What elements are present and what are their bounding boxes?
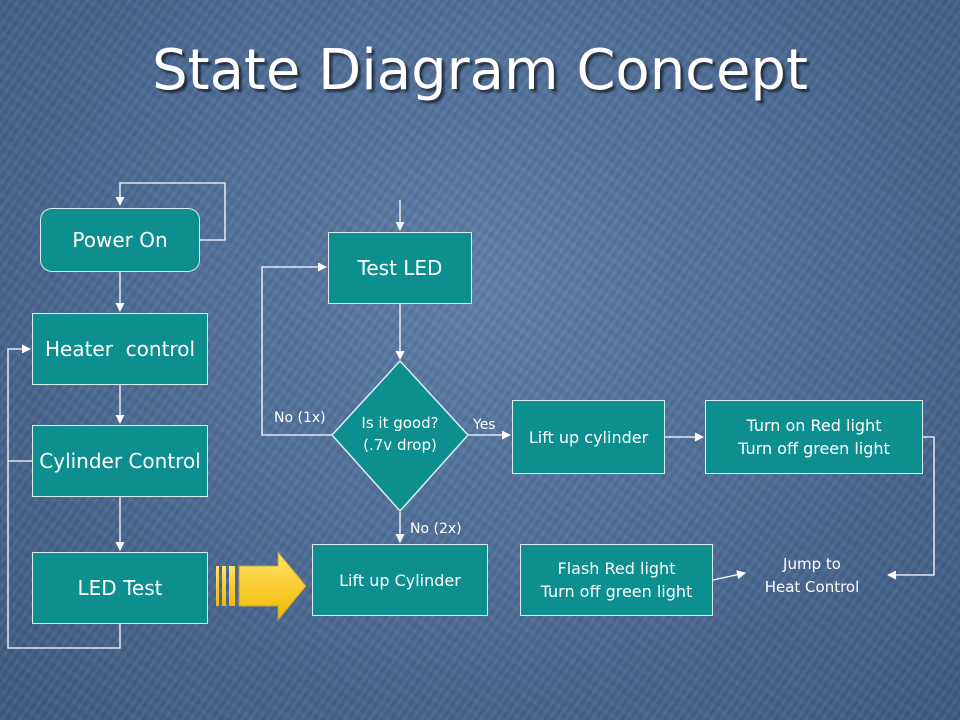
state-turn-on-red-label: Turn on Red light Turn off green light (738, 416, 890, 458)
state-flash-red: Flash Red light Turn off green light (520, 544, 713, 616)
turnon-to-jump-edge (887, 436, 935, 580)
state-flash-red-label: Flash Red light Turn off green light (540, 559, 693, 601)
edge-label-no-2x: No (2x) (410, 521, 462, 537)
power-on-self-loop (115, 182, 226, 241)
state-power-on: Power On (40, 208, 200, 272)
state-power-on-label: Power On (72, 228, 168, 252)
state-lift-up-cylinder-no-label: Lift up Cylinder (339, 570, 461, 590)
state-cylinder-control: Cylinder Control (32, 425, 208, 497)
decision-text: Is it good? (.7v drop) (361, 414, 439, 454)
decision-no1x-edge (261, 262, 332, 436)
edge-label-yes: Yes (473, 417, 496, 433)
state-lift-up-cylinder-yes-label: Lift up cylinder (528, 427, 649, 447)
page-title: State Diagram Concept (152, 38, 808, 103)
state-turn-on-red: Turn on Red light Turn off green light (705, 400, 923, 474)
state-led-test-label: LED Test (77, 576, 163, 600)
state-lift-up-cylinder-yes: Lift up cylinder (512, 400, 665, 474)
edge-label-no-1x: No (1x) (274, 410, 326, 426)
state-test-led-label: Test LED (357, 256, 443, 280)
state-heater-control: Heater control (32, 313, 208, 385)
decision-diamond-shape (330, 359, 470, 513)
state-cylinder-control-label: Cylinder Control (39, 449, 201, 473)
flash-to-jump-edge (712, 570, 746, 581)
state-test-led: Test LED (328, 232, 472, 304)
state-jump-to-heat-control: Jump to Heat Control (764, 555, 860, 596)
block-arrow-icon (216, 550, 307, 622)
ledtest-loop-to-heater (7, 344, 121, 649)
state-led-test: LED Test (32, 552, 208, 624)
state-lift-up-cylinder-no: Lift up Cylinder (312, 544, 488, 616)
state-heater-control-label: Heater control (44, 337, 195, 361)
